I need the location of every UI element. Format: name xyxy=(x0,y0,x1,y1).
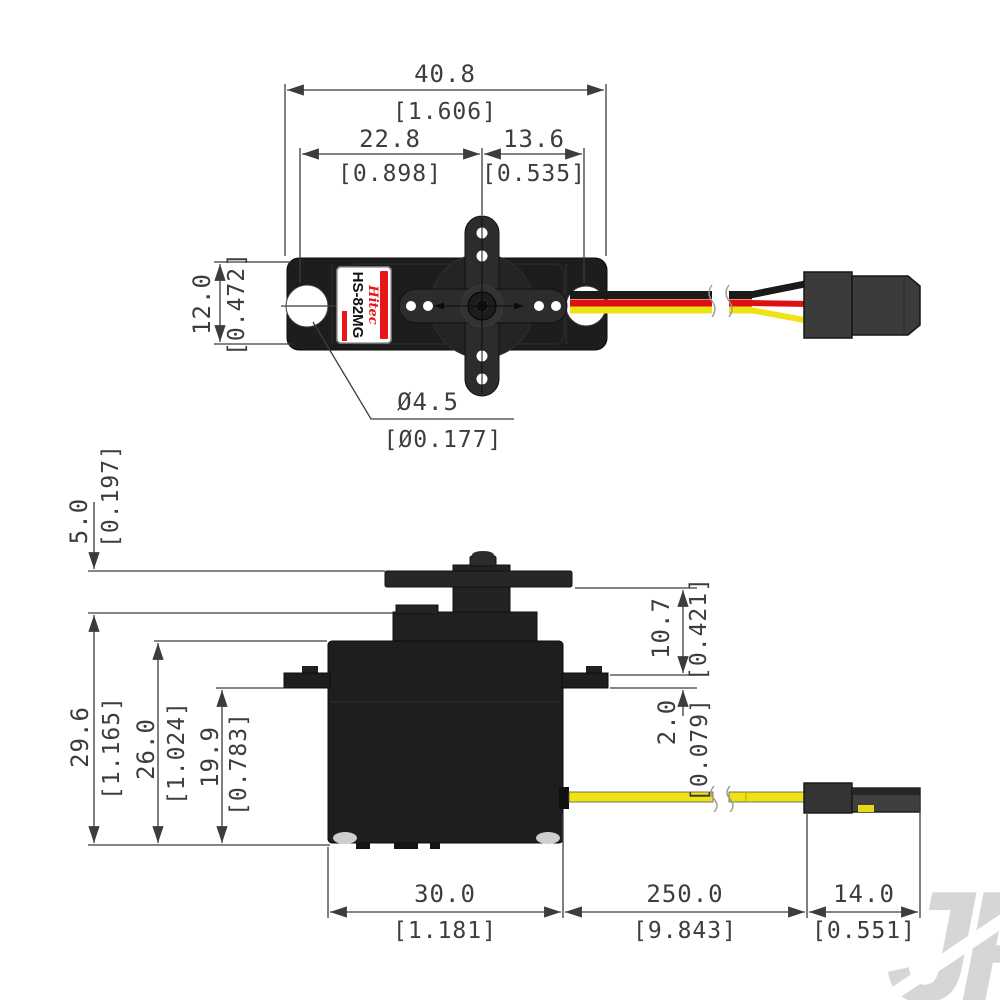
connector-sleeve-side xyxy=(803,782,853,814)
dim-horn-offset-in: [0.197] xyxy=(98,444,124,548)
mounting-flange-left xyxy=(283,672,331,689)
flange-nub-right xyxy=(586,666,602,674)
servo-horn-top xyxy=(398,215,568,397)
dim-left-span-in: [0.898] xyxy=(338,161,442,187)
upper-case-bump xyxy=(395,604,439,615)
connector-pin xyxy=(858,805,874,812)
flange-nub-left xyxy=(302,666,318,674)
cable-break-mark xyxy=(710,785,718,813)
dim-overall-height-in: [1.165] xyxy=(99,696,125,800)
servo-case-side xyxy=(327,640,564,844)
rubber-foot-left xyxy=(333,832,357,844)
dim-case-height-mm: 26.0 xyxy=(132,718,160,780)
dim-connector-length-in: [0.551] xyxy=(812,918,916,944)
dim-horn-offset-mm: 5.0 xyxy=(65,498,93,544)
mounting-flange-right xyxy=(561,672,609,689)
bottom-boss xyxy=(430,843,440,849)
horn-screw-dome xyxy=(472,551,494,559)
wire-black-fan xyxy=(749,279,811,299)
dim-right-span-mm: 13.6 xyxy=(503,125,565,153)
dim-hole-diameter-mm: Ø4.5 xyxy=(397,388,459,416)
connector-sleeve-top xyxy=(803,271,853,339)
dim-case-width-mm: 30.0 xyxy=(414,880,476,908)
rubber-foot-right xyxy=(536,832,560,844)
servo-cable-top xyxy=(570,279,811,324)
dim-case-height-in: [1.024] xyxy=(164,701,190,805)
dim-horn-to-flange-in: [0.421] xyxy=(686,577,712,681)
horn-hole xyxy=(534,301,544,311)
top-view: 40.8 [1.606] 22.8 [0.898] 13.6 [0.535] 1… xyxy=(188,60,921,453)
dimension-lines-top xyxy=(214,84,607,420)
horn-hole xyxy=(423,301,433,311)
bottom-boss xyxy=(356,843,370,849)
connector-top-band xyxy=(853,788,919,795)
dim-cable-length-mm: 250.0 xyxy=(646,880,723,908)
upper-case-step xyxy=(392,611,538,643)
wire-red-fan xyxy=(749,300,811,307)
label-red-accent xyxy=(342,311,347,341)
servo-connector-side xyxy=(803,782,921,814)
cable-break-mark xyxy=(725,284,733,318)
label-red-stripe xyxy=(380,271,388,339)
servo-body-side xyxy=(283,551,609,849)
dim-body-height-in: [0.472] xyxy=(224,252,250,356)
bottom-boss xyxy=(394,843,418,849)
product-label: Hitec HS-82MG xyxy=(336,266,392,344)
horn-bar-side xyxy=(384,570,573,588)
dim-right-span-in: [0.535] xyxy=(482,161,586,187)
dim-flange-height-mm: 19.9 xyxy=(196,726,224,788)
connector-housing-top xyxy=(851,275,921,336)
dim-hole-diameter-in: [Ø0.177] xyxy=(384,427,503,453)
hole-leader-line xyxy=(312,321,514,420)
wire-yellow-side xyxy=(728,791,808,803)
dim-overall-height-mm: 29.6 xyxy=(66,706,94,768)
dim-flange-height-in: [0.783] xyxy=(226,712,252,816)
cable-grommet xyxy=(559,787,569,809)
side-view: 5.0 [0.197] 29.6 [1.165] 26.0 [1.024] 19… xyxy=(65,444,921,944)
dim-case-width-in: [1.181] xyxy=(393,918,497,944)
horn-hole xyxy=(551,301,561,311)
dim-flange-thickness-in: [0.079] xyxy=(687,698,713,802)
dim-cable-length-in: [9.843] xyxy=(633,918,737,944)
dim-overall-width-mm: 40.8 xyxy=(414,60,476,88)
dim-horn-to-flange-mm: 10.7 xyxy=(647,597,675,659)
dim-flange-thickness-mm: 2.0 xyxy=(653,699,681,745)
cable-break-mark xyxy=(708,284,716,318)
servo-cable-side xyxy=(559,785,808,813)
dim-left-span-mm: 22.8 xyxy=(359,125,421,153)
horn-hole xyxy=(406,301,416,311)
dim-connector-length-mm: 14.0 xyxy=(833,880,895,908)
dimension-lines-side xyxy=(88,502,921,918)
cable-break-mark xyxy=(726,785,734,813)
model-number: HS-82MG xyxy=(349,271,366,339)
wire-yellow-fan xyxy=(749,307,811,324)
dim-body-height-mm: 12.0 xyxy=(188,273,216,335)
servo-connector-top xyxy=(803,271,921,339)
brand-logo: Hitec xyxy=(365,285,380,325)
dim-overall-width-in: [1.606] xyxy=(393,99,497,125)
